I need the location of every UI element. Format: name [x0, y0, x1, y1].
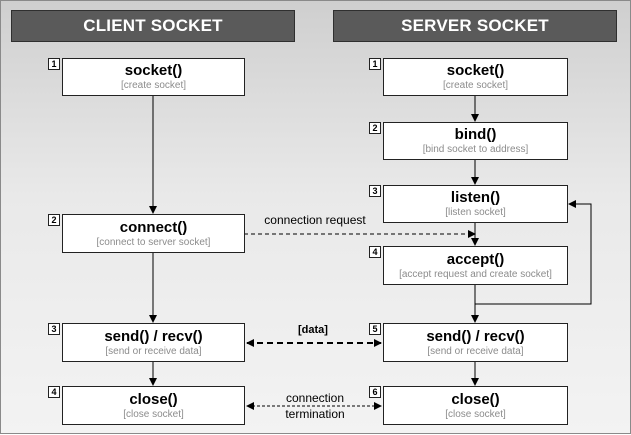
client-send-recv-desc: [send or receive data]	[105, 345, 202, 357]
client-close-box: close() [close socket]	[62, 386, 245, 425]
client-step-number: 4	[48, 386, 60, 398]
server-bind-desc: [bind socket to address]	[422, 144, 529, 155]
client-socket-desc: [create socket]	[120, 80, 187, 91]
client-close-title: close()	[129, 390, 178, 408]
client-connect-title: connect()	[119, 218, 188, 236]
server-close-title: close()	[451, 390, 500, 408]
client-close-desc: [close socket]	[123, 408, 184, 420]
client-socket-box: socket() [create socket]	[62, 58, 245, 96]
client-socket-header: CLIENT SOCKET	[11, 10, 295, 42]
server-listen-title: listen()	[450, 189, 501, 206]
client-step-number: 1	[48, 58, 60, 70]
server-socket-title: socket()	[446, 62, 505, 79]
server-send-recv-desc: [send or receive data]	[427, 345, 524, 357]
connection-request-label: connection request	[264, 213, 366, 227]
client-connect-desc: [connect to server socket]	[96, 236, 211, 248]
server-accept-box: accept() [accept request and create sock…	[383, 246, 568, 285]
server-socket-box: socket() [create socket]	[383, 58, 568, 96]
server-step-number: 5	[369, 323, 381, 335]
server-step-number: 2	[369, 122, 381, 134]
client-connect-box: connect() [connect to server socket]	[62, 214, 245, 253]
server-step-number: 1	[369, 58, 381, 70]
listen-loop-arrow	[475, 200, 592, 305]
client-step-number: 2	[48, 214, 60, 226]
server-send-recv-title: send() / recv()	[426, 327, 525, 345]
server-step-number: 4	[369, 246, 381, 258]
termination-label-line1: connection	[285, 391, 345, 405]
client-send-recv-box: send() / recv() [send or receive data]	[62, 323, 245, 362]
client-socket-title: socket()	[124, 62, 183, 79]
server-step-number: 3	[369, 185, 381, 197]
server-listen-desc: [listen socket]	[445, 207, 506, 218]
server-bind-title: bind()	[454, 126, 497, 143]
data-label: [data]	[298, 324, 328, 336]
client-send-recv-title: send() / recv()	[104, 327, 203, 345]
server-send-recv-box: send() / recv() [send or receive data]	[383, 323, 568, 362]
server-accept-desc: [accept request and create socket]	[399, 268, 552, 280]
server-socket-header: SERVER SOCKET	[333, 10, 617, 42]
server-step-number: 6	[369, 386, 381, 398]
server-accept-title: accept()	[446, 250, 505, 268]
server-close-box: close() [close socket]	[383, 386, 568, 425]
server-bind-box: bind() [bind socket to address]	[383, 122, 568, 160]
server-listen-box: listen() [listen socket]	[383, 185, 568, 223]
server-close-desc: [close socket]	[445, 408, 506, 420]
termination-label-line2: termination	[285, 407, 345, 421]
client-step-number: 3	[48, 323, 60, 335]
server-socket-desc: [create socket]	[442, 80, 509, 91]
